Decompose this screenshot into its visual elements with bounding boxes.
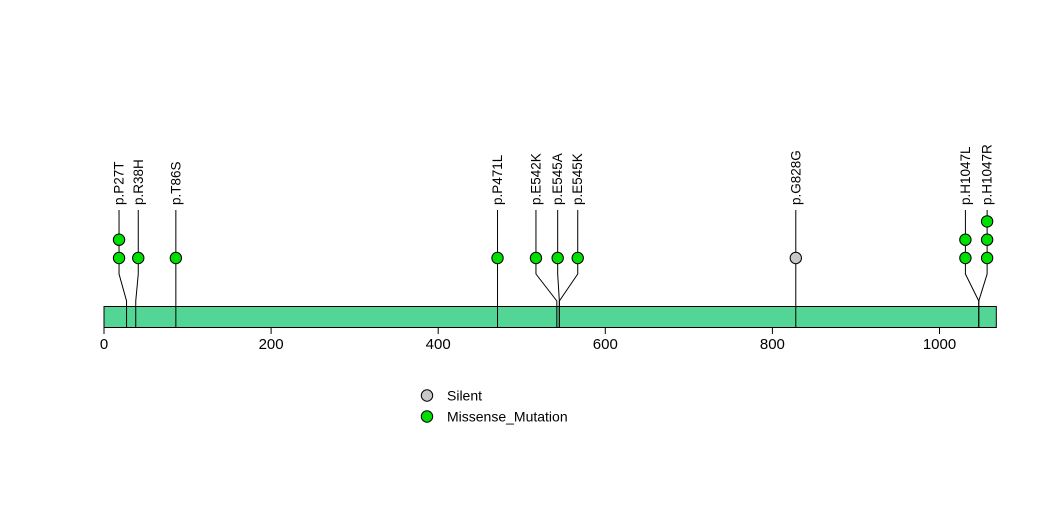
legend-swatch-icon <box>420 389 434 402</box>
mutation-label: p.R38H <box>131 159 146 205</box>
mutation-circle <box>112 233 126 246</box>
lollipop-stem <box>558 210 579 328</box>
mutation-circle <box>491 251 504 265</box>
mutation-circle <box>529 251 543 265</box>
axis-tick-label: 600 <box>593 336 618 353</box>
lollipop-stem <box>535 210 558 328</box>
mutation-label: p.H1047R <box>980 144 995 205</box>
mutation-circle <box>169 251 183 265</box>
legend-item-label: Missense_Mutation <box>447 408 568 424</box>
mutation-label: p.P471L <box>490 154 505 205</box>
legend-item-label: Silent <box>447 387 482 403</box>
legend-swatch-icon <box>420 410 434 423</box>
mutation-circle <box>132 251 145 265</box>
axis-tick-label: 200 <box>259 336 284 353</box>
mutation-circle <box>959 251 972 265</box>
mutation-circle <box>551 251 564 265</box>
mutation-label: p.H1047L <box>958 146 973 205</box>
mutation-label: p.E545K <box>570 153 585 205</box>
mutation-circle <box>112 251 126 265</box>
mutation-circle <box>980 251 994 265</box>
mutation-label: p.P27T <box>112 161 127 205</box>
mutation-circle <box>789 251 802 265</box>
mutation-label: p.G828G <box>788 150 803 205</box>
mutation-circle <box>571 251 584 265</box>
axis-tick-label: 1000 <box>923 336 956 353</box>
protein-backbone-bar <box>103 306 997 328</box>
axis-tick-label: 0 <box>100 336 108 353</box>
mutation-circle <box>980 233 994 246</box>
mutation-circle <box>959 233 972 246</box>
mutation-circle <box>980 215 994 228</box>
axis-tick-label: 800 <box>760 336 785 353</box>
lollipop-stem <box>135 210 139 328</box>
mutation-label: p.T86S <box>168 161 183 205</box>
mutation-label: p.E542K <box>528 153 543 205</box>
axis-tick-label: 400 <box>426 336 451 353</box>
mutation-label: p.E545A <box>550 153 565 205</box>
